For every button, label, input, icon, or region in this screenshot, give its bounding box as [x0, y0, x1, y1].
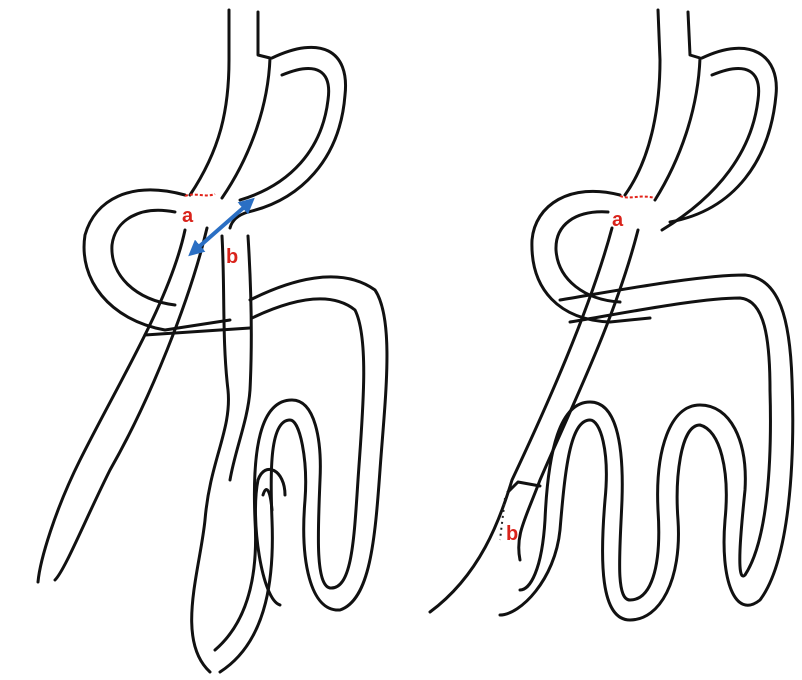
left-bowel-coils	[215, 277, 387, 672]
right-limb	[430, 228, 638, 612]
right-stomach-outline	[532, 48, 776, 322]
left-esophagus	[190, 10, 270, 198]
left-limb-b	[192, 236, 252, 672]
left-limb-a	[38, 228, 207, 582]
right-label-b: b	[506, 523, 518, 545]
right-label-a: a	[612, 209, 624, 231]
left-label-a: a	[182, 205, 194, 227]
right-seam-a	[620, 196, 655, 198]
left-diagram: a b	[38, 10, 387, 672]
right-esophagus	[625, 10, 700, 200]
right-diagram: a b	[430, 10, 793, 620]
left-label-b: b	[226, 246, 238, 268]
left-stomach-outline	[84, 47, 345, 335]
right-bowel-coils	[500, 275, 793, 620]
